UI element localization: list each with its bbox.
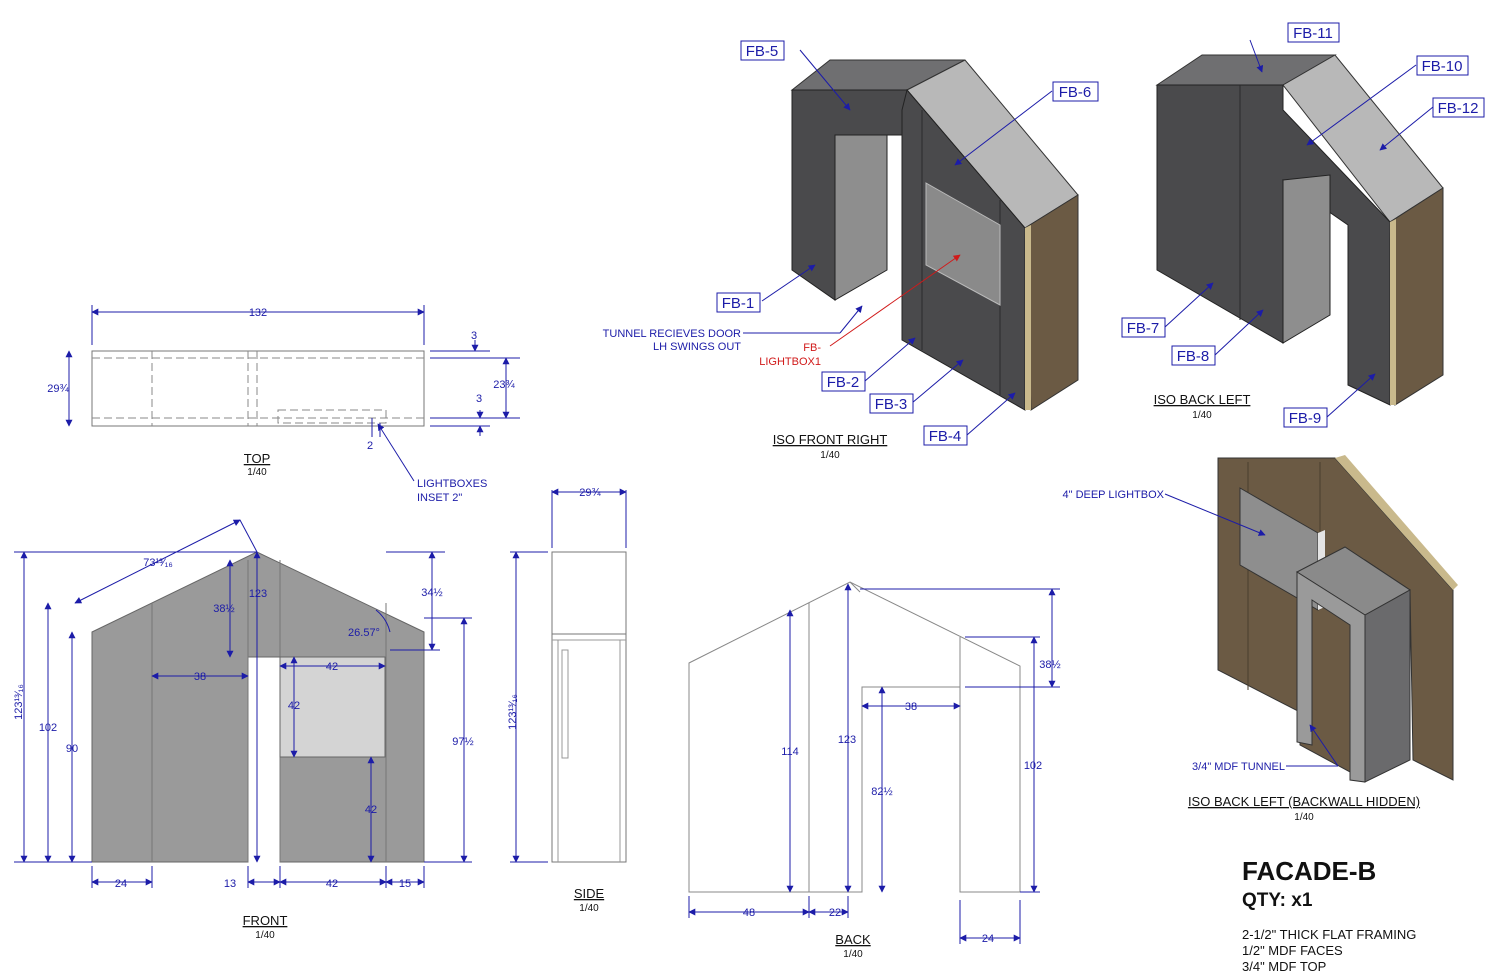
front-b15-dim: 15 [399,878,411,890]
tag-fb1: FB-1 [716,292,761,313]
front-42w-dim: 42 [326,661,338,673]
back-385-dim: 38½ [1039,659,1060,671]
top-2-dim: 2 [367,440,373,452]
front-overall-dim: 123¹³⁄₁₆ [13,684,25,720]
iso-back-left-view: FB-11 FB-10 FB-12 FB-7 FB-8 FB-9 ISO BAC… [1121,22,1485,428]
svg-text:FB-10: FB-10 [1422,58,1463,75]
svg-text:FB-8: FB-8 [1177,348,1210,365]
iso-back-left-title: ISO BACK LEFT [1154,392,1251,407]
mdf-tunnel-note: 3/4" MDF TUNNEL [1192,761,1285,773]
front-b13-dim: 13 [224,878,236,890]
front-102-dim: 102 [39,722,57,734]
iso-front-right-scale: 1/40 [820,450,840,461]
back-view-scale: 1/40 [843,949,863,960]
back-view-title: BACK [835,932,871,947]
drawing-qty: QTY: x1 [1242,890,1313,911]
lightbox-callout: FB- [803,342,821,354]
top-view: 132 29¾ 3 23¾ 3 2 LIGHTBOXES INSET 2" TO… [47,305,520,504]
front-view: 73¹³⁄₁₆ 123¹³⁄₁₆ 102 90 123 38½ 38 42 42… [13,519,474,941]
iso-back-left-hidden-view: 4" DEEP LIGHTBOX 3/4" MDF TUNNEL ISO BAC… [1062,455,1458,823]
front-angle-dim: 26.57° [348,627,380,639]
front-b42-dim: 42 [326,878,338,890]
top-view-scale: 1/40 [247,467,267,478]
lightbox-callout-2: LIGHTBOX1 [759,356,821,368]
back-b22-dim: 22 [829,907,841,919]
front-123-dim: 123 [249,588,267,600]
svg-text:FB-6: FB-6 [1059,84,1092,101]
front-view-scale: 1/40 [255,930,275,941]
svg-text:FB-2: FB-2 [827,374,860,391]
svg-text:FB-12: FB-12 [1438,100,1479,117]
deep-lightbox-note: 4" DEEP LIGHTBOX [1062,489,1164,501]
top-3a-dim: 3 [471,330,477,342]
top-view-title: TOP [244,451,271,466]
tag-fb9: FB-9 [1283,407,1328,428]
svg-text:FB-4: FB-4 [929,428,962,445]
front-38-dim: 38 [194,671,206,683]
lightboxes-inset-note-2: INSET 2" [417,492,462,504]
back-114-dim: 114 [781,746,799,758]
svg-text:FB-9: FB-9 [1289,410,1322,427]
tag-fb8: FB-8 [1171,345,1216,366]
tag-fb4: FB-4 [923,425,968,446]
title-block: FACADE-B QTY: x1 2-1/2" THICK FLAT FRAMI… [1242,856,1416,974]
side-view-title: SIDE [574,886,605,901]
tag-fb7: FB-7 [1121,317,1166,338]
tag-fb3: FB-3 [869,393,914,414]
tag-fb12: FB-12 [1432,97,1485,118]
front-b24-dim: 24 [115,878,127,890]
back-123-dim: 123 [838,734,856,746]
back-102-dim: 102 [1024,760,1042,772]
svg-text:FB-1: FB-1 [722,295,755,312]
svg-text:FB-11: FB-11 [1293,25,1333,42]
back-38-dim: 38 [905,701,917,713]
top-3b-dim: 3 [476,393,482,405]
iso-hidden-scale: 1/40 [1294,812,1314,823]
top-2375-dim: 23¾ [493,379,515,391]
spec-note-3: 3/4" MDF TOP [1242,959,1326,974]
back-b24-dim: 24 [982,933,994,945]
back-b48-dim: 48 [743,907,755,919]
tag-fb11: FB-11 [1287,22,1340,43]
front-42sill-dim: 42 [365,804,377,816]
side-view: 29¾ 123¹³⁄₁₆ SIDE 1/40 [507,487,627,914]
front-42h-dim: 42 [288,700,300,712]
svg-text:FB-5: FB-5 [746,43,779,60]
front-975-dim: 97½ [452,736,473,748]
drawing-title: FACADE-B [1242,856,1376,886]
tunnel-note: TUNNEL RECIEVES DOOR [603,328,741,340]
iso-front-right-title: ISO FRONT RIGHT [773,432,888,447]
spec-note-2: 1/2" MDF FACES [1242,943,1343,958]
side-depth-dim: 29¾ [579,487,601,499]
tag-fb6: FB-6 [1052,81,1099,102]
spec-note-1: 2-1/2" THICK FLAT FRAMING [1242,927,1416,942]
top-depth-dim: 29¾ [47,383,69,395]
svg-text:FB-3: FB-3 [875,396,908,413]
side-view-scale: 1/40 [579,903,599,914]
tag-fb2: FB-2 [821,371,866,392]
front-90-dim: 90 [66,743,78,755]
front-345-dim: 34½ [421,587,442,599]
iso-hidden-title: ISO BACK LEFT (BACKWALL HIDDEN) [1188,794,1420,809]
top-width-dim: 132 [249,307,267,319]
tag-fb10: FB-10 [1416,55,1469,76]
side-overall-dim: 123¹³⁄₁₆ [507,694,519,730]
lightboxes-inset-note: LIGHTBOXES [417,478,487,490]
front-slope-dim: 73¹³⁄₁₆ [143,557,173,569]
tunnel-note-2: LH SWINGS OUT [653,341,741,353]
back-825-dim: 82½ [871,786,892,798]
back-view: 114 123 82½ 102 38½ 38 48 22 24 BACK 1/4… [688,581,1061,960]
iso-back-left-scale: 1/40 [1192,410,1212,421]
tag-fb5: FB-5 [740,40,785,61]
iso-front-right-view: FB-5 FB-6 FB-1 FB-2 FB-3 FB-4 TUNNEL REC… [603,40,1099,461]
svg-text:FB-7: FB-7 [1127,320,1160,337]
front-385-dim: 38½ [213,603,234,615]
front-view-title: FRONT [243,913,288,928]
